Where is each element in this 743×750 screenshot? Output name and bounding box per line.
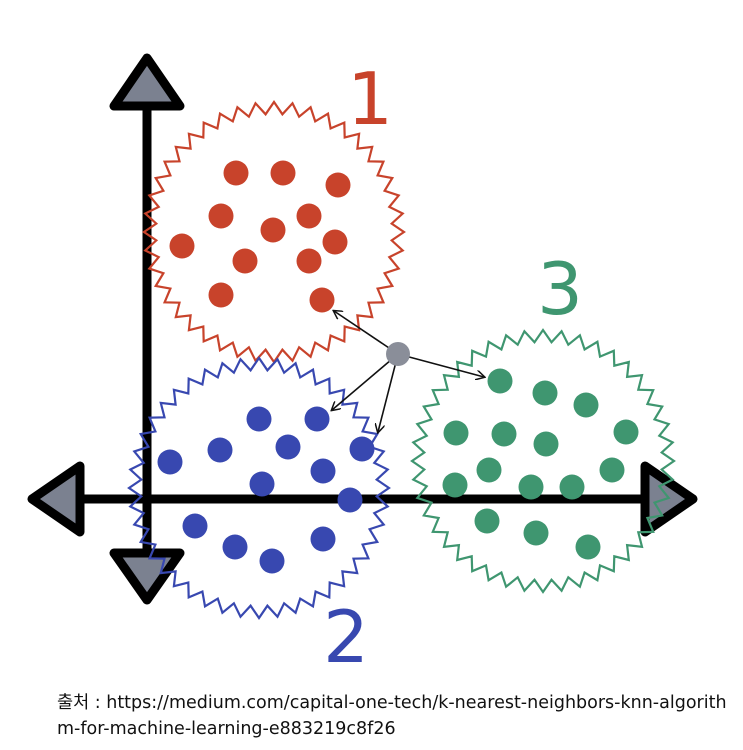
cluster-2-point: [275, 434, 301, 460]
arrow-to-cluster-2-lower: [378, 353, 399, 432]
cluster-2: [127, 356, 391, 620]
cluster-3-point: [532, 380, 558, 406]
cluster-2-point: [310, 458, 336, 484]
arrow-to-cluster-1: [334, 311, 399, 355]
cluster-2-point: [310, 526, 336, 552]
cluster-2-point: [182, 513, 208, 539]
cluster-1-point: [296, 248, 322, 274]
cluster-1-point: [325, 172, 351, 198]
cluster-1: [142, 100, 406, 364]
cluster-2-point: [337, 487, 363, 513]
cluster-3-point: [573, 392, 599, 418]
cluster-1-boundary: [142, 100, 406, 364]
cluster-3-point: [518, 474, 544, 500]
cluster-1-point: [260, 217, 286, 243]
x-axis-left-arrowhead: [27, 461, 85, 537]
knn-diagram: 1 2 3: [27, 53, 698, 679]
neighbor-arrows: [332, 311, 484, 432]
cluster-3-point: [613, 419, 639, 445]
cluster-3-point: [599, 457, 625, 483]
cluster-1-point: [223, 160, 249, 186]
source-caption: 출처 : https://medium.com/capital-one-tech…: [57, 693, 727, 739]
cluster-2-point: [249, 471, 275, 497]
cluster-1-point: [296, 203, 322, 229]
cluster-1-point: [208, 203, 234, 229]
cluster-3-label: 3: [537, 247, 583, 331]
cluster-1-point: [232, 248, 258, 274]
cluster-3-point: [442, 472, 468, 498]
cluster-1-point: [270, 160, 296, 186]
cluster-2-point: [304, 406, 330, 432]
arrow-to-cluster-2-upper: [332, 353, 399, 410]
cluster-1-point: [309, 287, 335, 313]
cluster-1-point: [322, 229, 348, 255]
arrow-to-cluster-3: [397, 353, 484, 377]
cluster-2-point: [207, 437, 233, 463]
cluster-2-point: [246, 406, 272, 432]
y-axis-bottom-arrowhead: [109, 548, 185, 605]
cluster-3-point: [476, 457, 502, 483]
cluster-3-point: [474, 508, 500, 534]
cluster-3-point: [533, 431, 559, 457]
cluster-1-point: [208, 282, 234, 308]
cluster-3-point: [487, 368, 513, 394]
cluster-3-boundary: [410, 328, 676, 594]
y-axis-top-arrowhead: [109, 53, 185, 111]
cluster-1-point: [169, 233, 195, 259]
cluster-3-point: [523, 520, 549, 546]
cluster-3: [410, 328, 676, 594]
clusters: [127, 100, 676, 620]
cluster-1-label: 1: [347, 57, 393, 141]
cluster-3-point: [491, 421, 517, 447]
cluster-2-label: 2: [323, 595, 369, 679]
cluster-2-point: [259, 548, 285, 574]
cluster-3-point: [575, 534, 601, 560]
cluster-2-point: [222, 534, 248, 560]
cluster-2-boundary: [127, 356, 391, 620]
cluster-3-point: [559, 474, 585, 500]
cluster-2-point: [349, 436, 375, 462]
cluster-2-point: [157, 449, 183, 475]
query-point: [386, 342, 410, 366]
cluster-3-point: [443, 420, 469, 446]
